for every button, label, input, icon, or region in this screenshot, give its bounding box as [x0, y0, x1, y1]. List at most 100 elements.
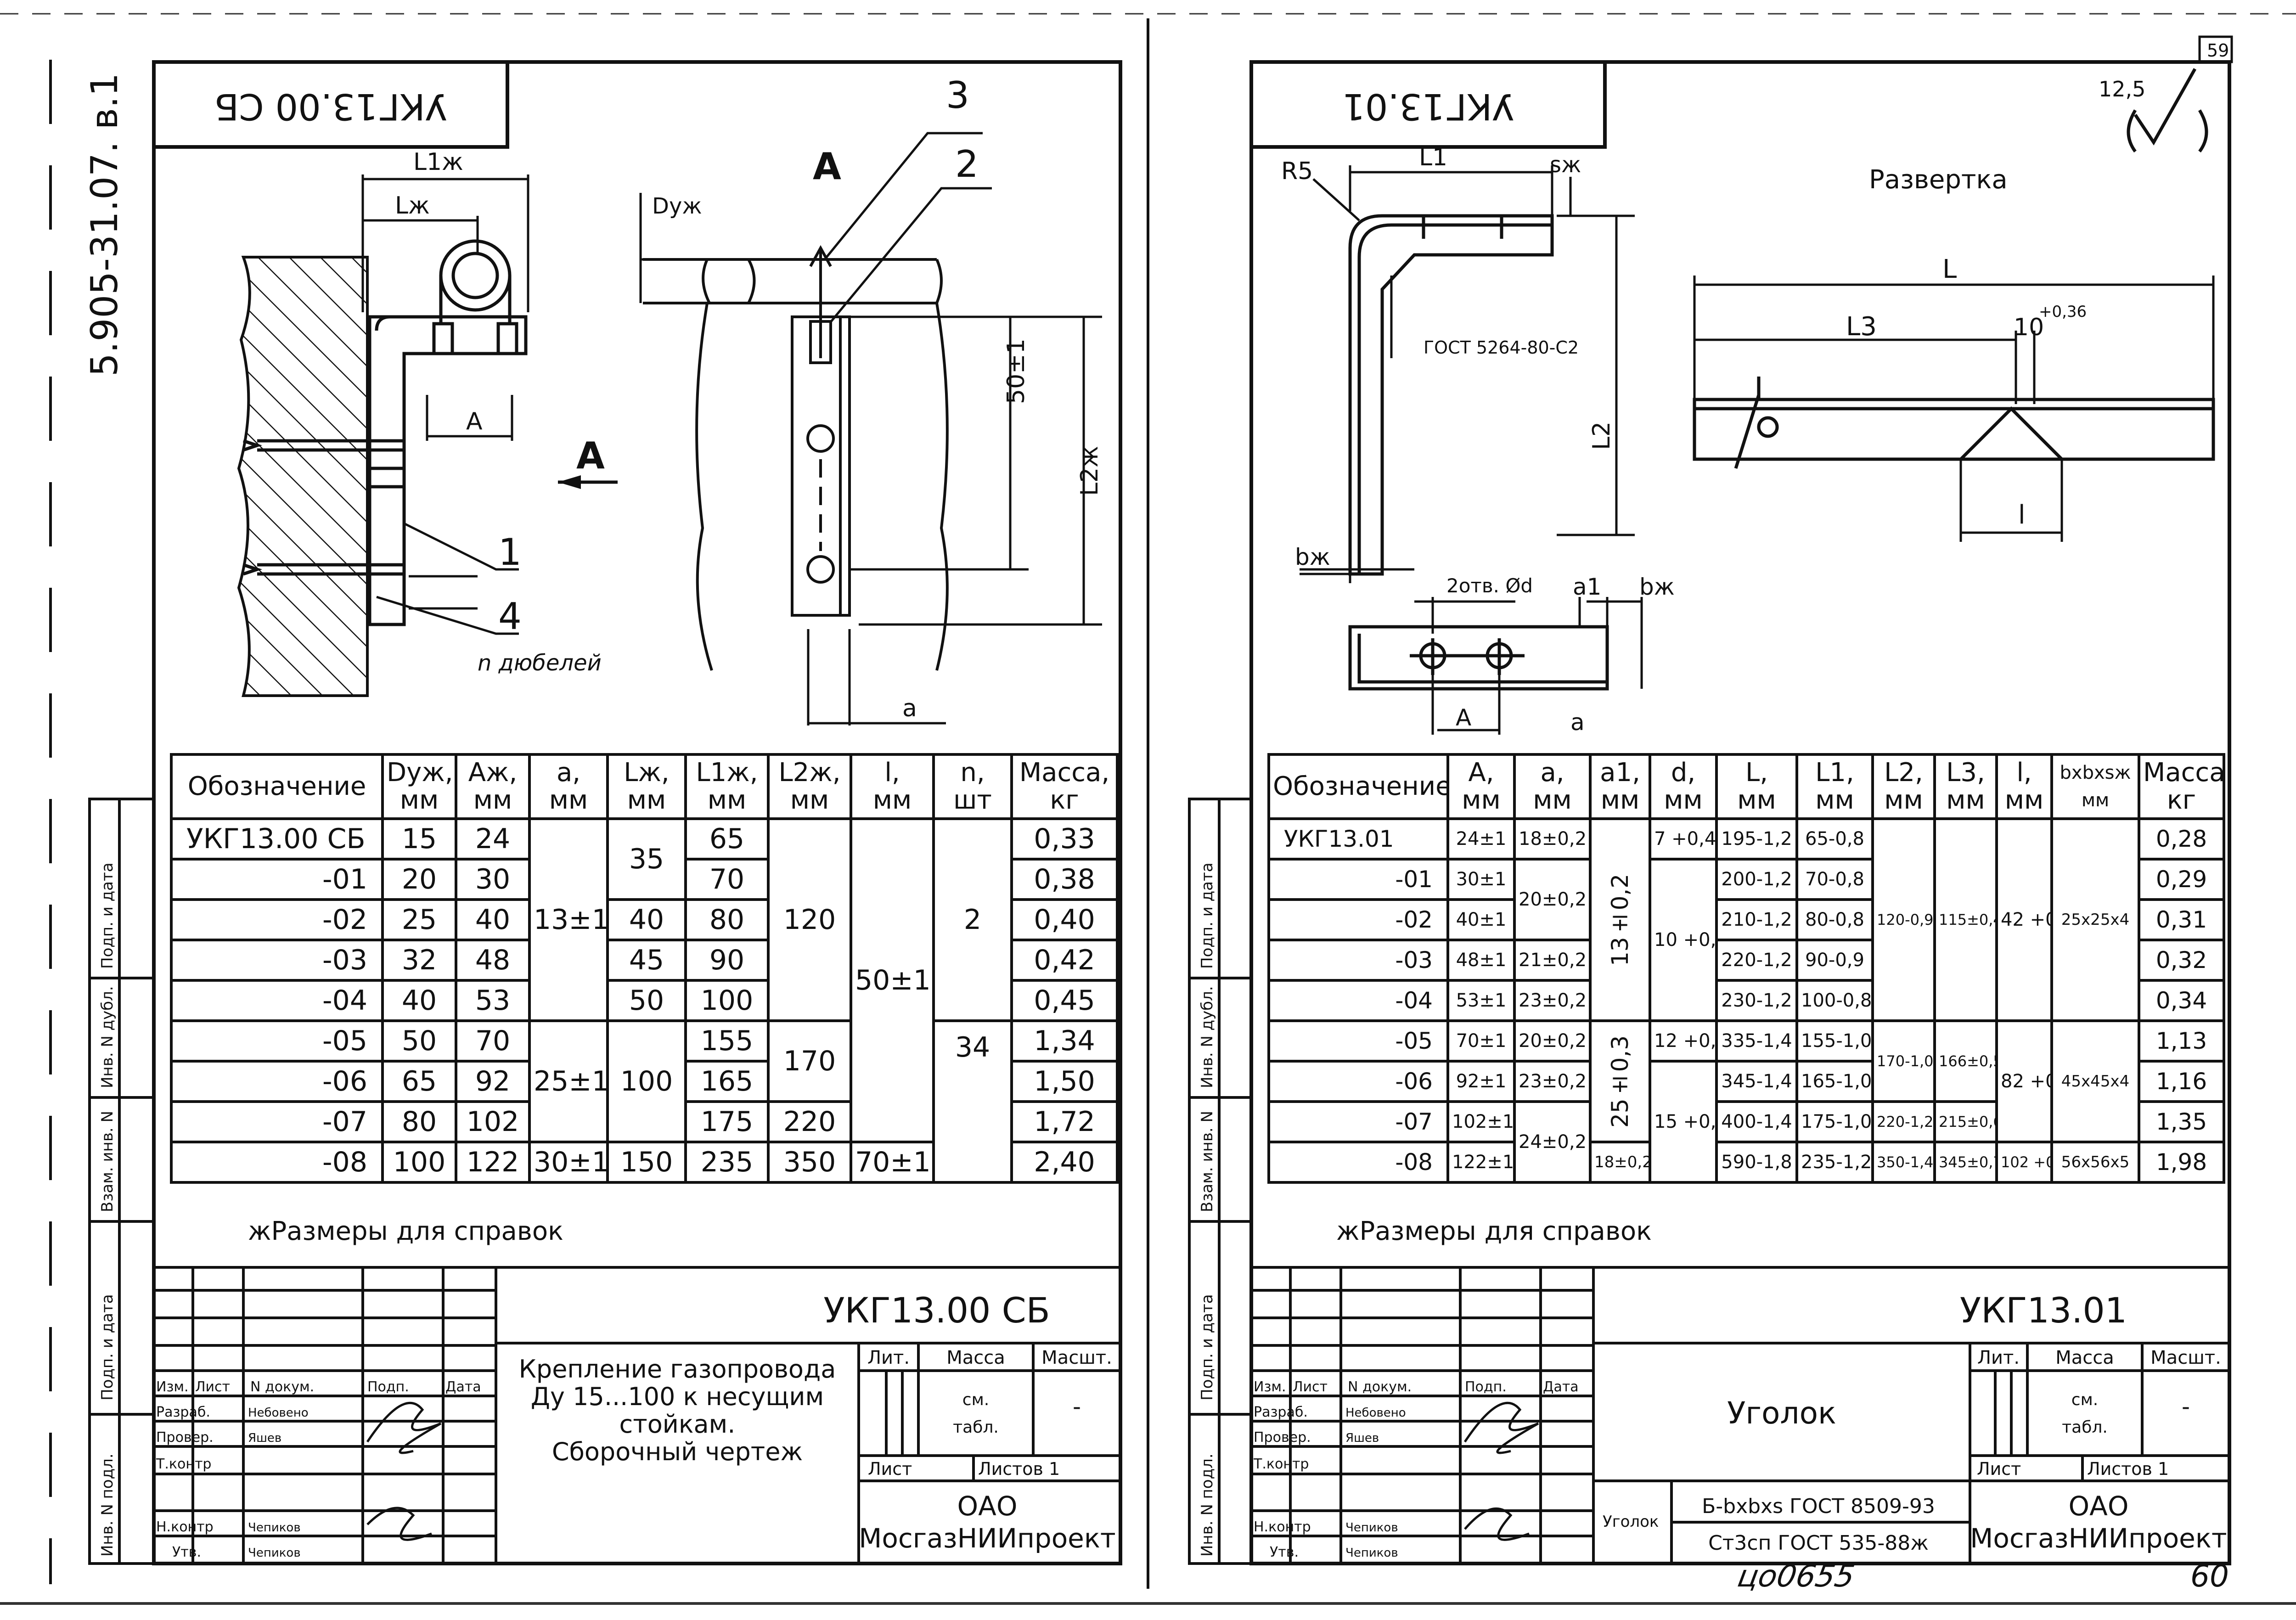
- rr6-L1: 165-1,0: [1795, 1060, 1874, 1103]
- table-row: -06 65 92 165 1,50: [170, 1060, 1119, 1103]
- right-tb-org-2: МосгазНИИпроект: [1970, 1523, 2227, 1554]
- r-d3: 15 +0,4: [1649, 1060, 1718, 1184]
- right-dim-10: 10: [2014, 314, 2044, 341]
- right-tb-r5: Утв.: [1270, 1544, 1299, 1560]
- r-a12: 20±0,2: [1513, 858, 1592, 941]
- rr2-mass: 0,31: [2138, 898, 2225, 941]
- right-tb-material-2: Ст3сп ГОСТ 535-88ж: [1708, 1531, 1929, 1555]
- right-side-3: Подп. и дата: [1198, 1294, 1216, 1401]
- lr2-dy: 25: [381, 898, 457, 941]
- l-L2-350: 350: [767, 1141, 852, 1184]
- r-d0: 7 +0,4: [1649, 817, 1718, 861]
- r-bb: 45x45x4: [2050, 1019, 2140, 1143]
- footer-stamp: цо0655: [1735, 1558, 1857, 1593]
- right-tb-signatures: [1463, 1401, 1539, 1541]
- right-dim-b2: bж: [1639, 574, 1675, 600]
- rr7-mass: 1,35: [2138, 1100, 2225, 1143]
- left-dim-l1: L1ж: [413, 148, 463, 176]
- right-side-strip: [1188, 798, 1253, 1565]
- r-a78: 24±0,2: [1513, 1100, 1592, 1184]
- lr3-a: 48: [455, 939, 531, 982]
- l-l-70: 70±1: [850, 1141, 935, 1184]
- right-side-4: Инв. N подл.: [1198, 1453, 1216, 1557]
- left-tb-title-line2: Ду 15...100 к несущим: [531, 1382, 824, 1411]
- lr6-name: -06: [170, 1060, 384, 1103]
- table-row: -02 25 40 40 80 0,40: [170, 898, 1119, 941]
- roughness-symbol: [2127, 68, 2208, 153]
- lr0-l1: 65: [684, 817, 770, 861]
- right-dim-a1: a1: [1573, 574, 1601, 600]
- lr0-name: УКГ13.00 СБ: [170, 817, 384, 861]
- view-a-pipe: [643, 258, 943, 304]
- right-tb-title: Уголок: [1727, 1395, 1836, 1431]
- table-row: -04 40 53 50 100 0,45: [170, 979, 1119, 1022]
- right-table-header: Обозначение A, мм a, мм a1, мм d, мм L, …: [1267, 753, 2225, 820]
- l-a-25: 25±1: [528, 1019, 609, 1143]
- left-side-strip: [88, 798, 155, 1565]
- lr4-l1: 100: [684, 979, 770, 1022]
- l-L-45: 45: [606, 939, 687, 982]
- right-tb-stamp: Изм. Лист N докум. Подп. Дата Разраб. Пр…: [1253, 1379, 1579, 1560]
- l-a-13: 13±1: [528, 817, 609, 1022]
- left-dim-l: Lж: [395, 192, 430, 219]
- left-tb-h4: Дата: [445, 1379, 481, 1395]
- doc-code: 5.905-31.07. в.1: [83, 73, 126, 377]
- left-side-2: Взам. инв. N: [98, 1111, 117, 1212]
- rr8-name: -08: [1267, 1141, 1449, 1184]
- right-code-box: УКГ13.01: [1249, 60, 1607, 149]
- rr0-mass: 0,28: [2138, 817, 2225, 861]
- view-label: А: [813, 145, 841, 188]
- left-tb-sheet: Лист: [868, 1459, 912, 1479]
- right-tb-mass-val-2: табл.: [2062, 1418, 2108, 1437]
- lh-l1: L1ж, мм: [684, 753, 770, 820]
- l-a-30: 30±1: [528, 1141, 609, 1184]
- callout-4: 4: [498, 595, 522, 638]
- gost-weld: ГОСТ 5264-80-С2: [1424, 338, 1579, 358]
- right-tb-h3: Подп.: [1465, 1379, 1507, 1395]
- rr0-name: УКГ13.01: [1267, 817, 1449, 861]
- left-tb-title-line3: стойкам.: [619, 1410, 736, 1439]
- lh-n: n, шт: [932, 753, 1013, 820]
- left-tb-title: Крепление газопровода Ду 15...100 к несу…: [519, 1355, 836, 1466]
- right-dim-A: A: [1456, 704, 1471, 731]
- r-a1-25: 25±0,3: [1590, 1021, 1650, 1142]
- left-tb-mass-val-2: табл.: [953, 1418, 999, 1437]
- lr3-name: -03: [170, 939, 384, 982]
- right-dim-r5: R5: [1281, 158, 1313, 185]
- left-tb-signatures: [366, 1401, 442, 1541]
- rr3-mass: 0,32: [2138, 939, 2225, 982]
- right-side-2: Взам. инв. N: [1198, 1111, 1216, 1212]
- right-tb-scale: Масшт.: [2150, 1347, 2221, 1368]
- lr4-dy: 40: [381, 979, 457, 1022]
- rr7-A: 102±1: [1446, 1100, 1516, 1143]
- lh-a: Аж, мм: [455, 753, 531, 820]
- rr0-A: 24±1: [1446, 817, 1516, 861]
- r-L3b: 166±0,5: [1933, 1019, 1998, 1103]
- left-dimensions: [361, 174, 529, 610]
- view-arrow: [558, 475, 618, 489]
- lr8-dy: 100: [381, 1141, 457, 1184]
- rr3-L: 220-1,2: [1715, 939, 1798, 982]
- right-dim-L3: L3: [1846, 312, 1877, 342]
- rr1-mass: 0,29: [2138, 858, 2225, 901]
- left-tb-r2: Т.контр: [156, 1456, 211, 1472]
- lr8-name: -08: [170, 1141, 384, 1184]
- left-tb-sheets: Листов 1: [978, 1459, 1060, 1479]
- rr4-A: 53±1: [1446, 979, 1516, 1022]
- left-tb-h1: Лист: [195, 1379, 230, 1395]
- lr0-a: 24: [455, 817, 531, 861]
- lr6-mass: 1,50: [1010, 1060, 1119, 1103]
- rr5-mass: 1,13: [2138, 1019, 2225, 1063]
- rh-mass: Масса, кг: [2138, 753, 2225, 820]
- rh-a1: a1, мм: [1589, 753, 1651, 820]
- footer-page: 60: [2190, 1558, 2229, 1594]
- left-tb-n1: Яшев: [248, 1431, 281, 1445]
- rh-L: L, мм: [1715, 753, 1798, 820]
- left-tb-n4: Чепиков: [248, 1521, 301, 1535]
- right-tb-r4: Н.контр: [1254, 1519, 1311, 1535]
- lh-l: Lж, мм: [606, 753, 687, 820]
- lr1-mass: 0,38: [1010, 858, 1119, 901]
- left-dim-a-small: a: [902, 695, 917, 722]
- r-L3a: 115±0,4: [1933, 817, 1998, 1022]
- left-tb-title-line4: Сборочный чертеж: [552, 1437, 803, 1466]
